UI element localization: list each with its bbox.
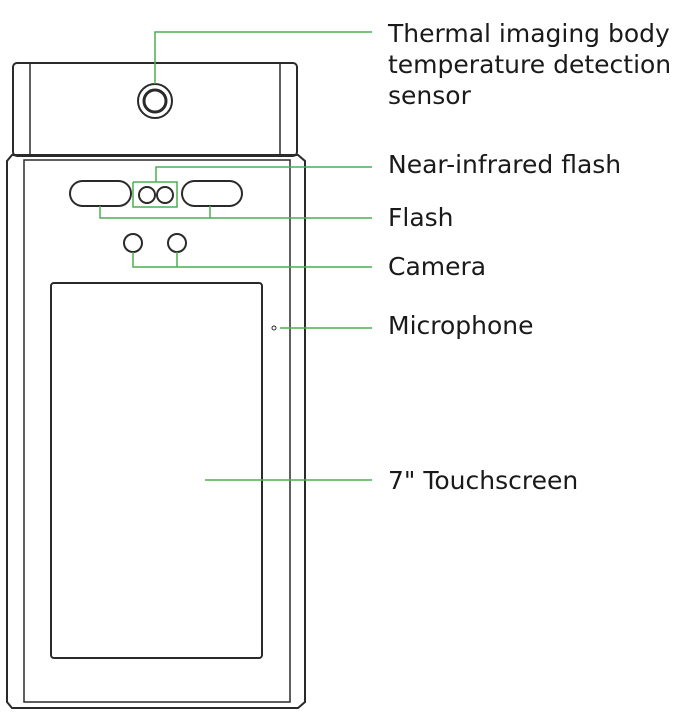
label-thermal-line-3: sensor xyxy=(388,81,471,110)
label-camera: Camera xyxy=(388,252,487,281)
label-thermal-sensor: Thermal imaging body temperature detecti… xyxy=(388,18,671,111)
camera-left xyxy=(123,233,143,253)
touchscreen xyxy=(50,282,263,659)
leader-camera xyxy=(132,252,178,268)
thermal-sensor-lens xyxy=(137,83,173,119)
nir-led-right xyxy=(156,186,174,204)
camera-right xyxy=(167,233,187,253)
flash-right xyxy=(181,180,243,207)
leader-lines xyxy=(99,31,372,481)
leader-thermal xyxy=(154,31,372,84)
leader-nir xyxy=(132,181,178,208)
leader-nir-link xyxy=(155,166,372,182)
flash-left xyxy=(69,180,132,207)
label-thermal-line-1: Thermal imaging body xyxy=(388,19,670,48)
label-touchscreen: 7" Touchscreen xyxy=(388,466,579,495)
label-near-infrared-flash: Near-infrared flash xyxy=(388,150,622,179)
leader-flash xyxy=(99,206,211,219)
label-flash: Flash xyxy=(388,203,454,232)
device-body xyxy=(6,154,306,709)
label-microphone: Microphone xyxy=(388,311,534,340)
nir-led-left xyxy=(138,186,156,204)
label-thermal-line-2: temperature detection xyxy=(388,50,672,79)
microphone-hole xyxy=(271,325,277,331)
